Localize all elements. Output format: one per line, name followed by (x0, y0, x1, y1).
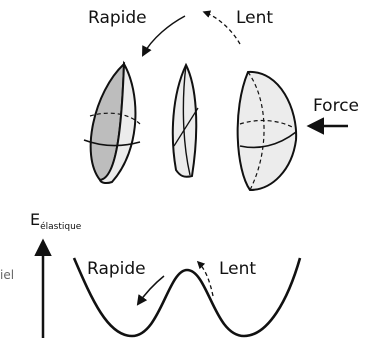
prolate-shape (236, 70, 298, 192)
slow-label-bottom: Lent (219, 259, 257, 279)
cutoff-text: iel (0, 268, 15, 282)
slow-arrow-bottom (196, 260, 214, 297)
double-well-curve (72, 257, 302, 338)
force-label: Force (313, 96, 359, 116)
slow-arrow-top (202, 10, 241, 45)
flat-disk-shape (171, 62, 199, 178)
oblate-shape (83, 60, 141, 185)
fast-arrow-bottom (136, 275, 165, 306)
energy-axis-label: Eélastique (30, 210, 82, 232)
slow-label-top: Lent (236, 8, 274, 28)
energy-letter: E (30, 210, 41, 229)
fast-label-top: Rapide (88, 8, 147, 28)
fast-label-bottom: Rapide (87, 259, 146, 279)
fast-arrow-top (142, 15, 186, 57)
energy-subscript: élastique (40, 222, 82, 232)
